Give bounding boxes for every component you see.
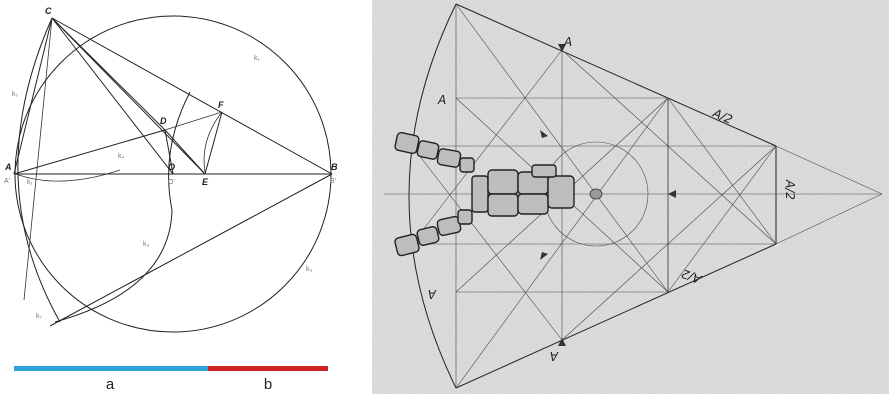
arrow-center-right [668, 190, 676, 198]
sector-extension-bottom [775, 193, 883, 245]
point-label-d: D [160, 116, 167, 126]
diagonal-5 [561, 49, 777, 245]
point-label-b: B [331, 162, 338, 172]
figure-block-upper-4 [459, 157, 475, 173]
curve-label-k-bottom: k₇ [36, 313, 43, 320]
line-ad [13, 129, 166, 175]
line-ca [13, 17, 53, 175]
line-do [164, 129, 174, 175]
line-ce [51, 17, 206, 175]
curve-label-k3: k₃ [143, 241, 150, 248]
label-a-bottom: A [550, 349, 559, 363]
sector-edge-top [455, 3, 777, 147]
segment-label-b: b [264, 376, 272, 393]
curve-label-k-small: k₁ [27, 179, 34, 186]
sector-edge-bottom [455, 243, 777, 389]
construction-svg: C F D A O E B A' O' B' k₁ k₂ k₄ k₁ k₃ k₃… [4, 6, 338, 393]
arc-k2 [17, 17, 61, 323]
construction-figure: C F D A O E B A' O' B' k₁ k₂ k₄ k₁ k₃ k₃… [0, 0, 360, 394]
point-label-a-prime: A' [4, 178, 10, 185]
diagonal-10 [667, 145, 777, 293]
diagonal-8 [411, 49, 563, 245]
figure-block-arm [531, 164, 557, 178]
label-a-top: A [563, 35, 572, 49]
segment-label-a: a [106, 376, 115, 393]
curve-label-k1: k₁ [254, 55, 261, 62]
arrow-bottom [558, 338, 566, 346]
figure-block-torso-2 [487, 193, 519, 217]
label-a-left-top: A [437, 93, 446, 107]
sector-sketch-figure: A A A/2 A/2 A/2 A A [372, 0, 889, 394]
center-dot [589, 188, 603, 200]
diagonal-7 [411, 145, 563, 341]
curve-label-k2: k₂ [12, 91, 19, 98]
point-label-e: E [202, 177, 209, 187]
segment-b-bar [208, 366, 328, 371]
line-c-bottom [23, 17, 53, 301]
figure-block-upper-2 [416, 140, 440, 160]
arrow-upper-inner [540, 130, 548, 138]
point-label-o-prime: O' [168, 179, 175, 186]
point-label-b-prime: B' [330, 178, 336, 185]
figure-blocks [394, 131, 575, 257]
figure-block-lower-2 [416, 225, 440, 247]
figure-block-hip [471, 175, 489, 213]
arc-k3 [54, 91, 191, 323]
point-label-f: F [218, 100, 224, 110]
label-a2-bottom: A/2 [680, 266, 704, 286]
figure-block-shoulder [547, 175, 575, 209]
label-a2-vertical: A/2 [783, 179, 797, 200]
line-cb [51, 17, 333, 175]
figure-block-chest-2 [517, 193, 549, 215]
diagonal-2 [455, 97, 669, 389]
line-cd [51, 17, 166, 131]
line-fe [204, 111, 223, 175]
label-a-left-bottom: A [428, 287, 437, 301]
line-co [51, 17, 174, 175]
sector-sketch-svg: A A A/2 A/2 A/2 A A [372, 0, 889, 394]
paper-texture [372, 0, 889, 394]
arrow-top [558, 44, 566, 52]
figure-block-torso-1 [487, 169, 519, 195]
sector-extension-top [775, 145, 883, 195]
point-label-c: C [45, 6, 52, 16]
sector-arc [408, 3, 457, 389]
figure-block-lower-1 [394, 233, 420, 257]
point-label-a: A [4, 162, 12, 172]
diagonal-9 [667, 97, 777, 245]
segment-a-bar [14, 366, 208, 371]
diagonal-1 [455, 3, 669, 293]
point-label-o: O [168, 162, 175, 172]
figure-block-lower-4 [457, 209, 473, 225]
line-df [164, 111, 223, 131]
arrow-lower-inner [540, 252, 548, 260]
figure-block-upper-3 [436, 148, 462, 168]
curve-label-k4: k₄ [118, 153, 125, 160]
arc-near-f [203, 111, 223, 173]
diagonal-6 [561, 145, 777, 341]
line-de [164, 129, 206, 175]
curve-label-k-right: k₃ [306, 266, 313, 273]
figure-block-upper-1 [394, 131, 420, 155]
line-b-bottom [49, 173, 333, 327]
